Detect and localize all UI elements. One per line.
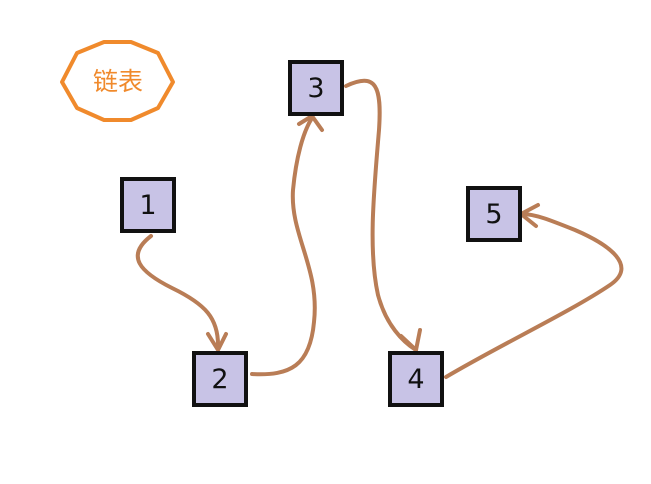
list-node-4[interactable]: 4 [388, 351, 444, 407]
arrow-1-to-2 [135, 234, 221, 350]
list-node-2[interactable]: 2 [192, 351, 248, 407]
arrow-2-to-3 [250, 116, 317, 377]
arrowhead-1-to-2 [206, 332, 228, 352]
list-node-5[interactable]: 5 [466, 186, 522, 242]
arrow-3-to-4 [344, 78, 418, 352]
diagram-title: 链表 [92, 67, 143, 96]
list-node-3[interactable]: 3 [288, 60, 344, 116]
title-hexagon [60, 40, 175, 122]
arrowhead-2-to-3 [297, 114, 324, 132]
list-node-1[interactable]: 1 [120, 177, 176, 233]
arrowhead-3-to-4 [399, 328, 422, 352]
arrow-4-to-5 [444, 212, 624, 379]
